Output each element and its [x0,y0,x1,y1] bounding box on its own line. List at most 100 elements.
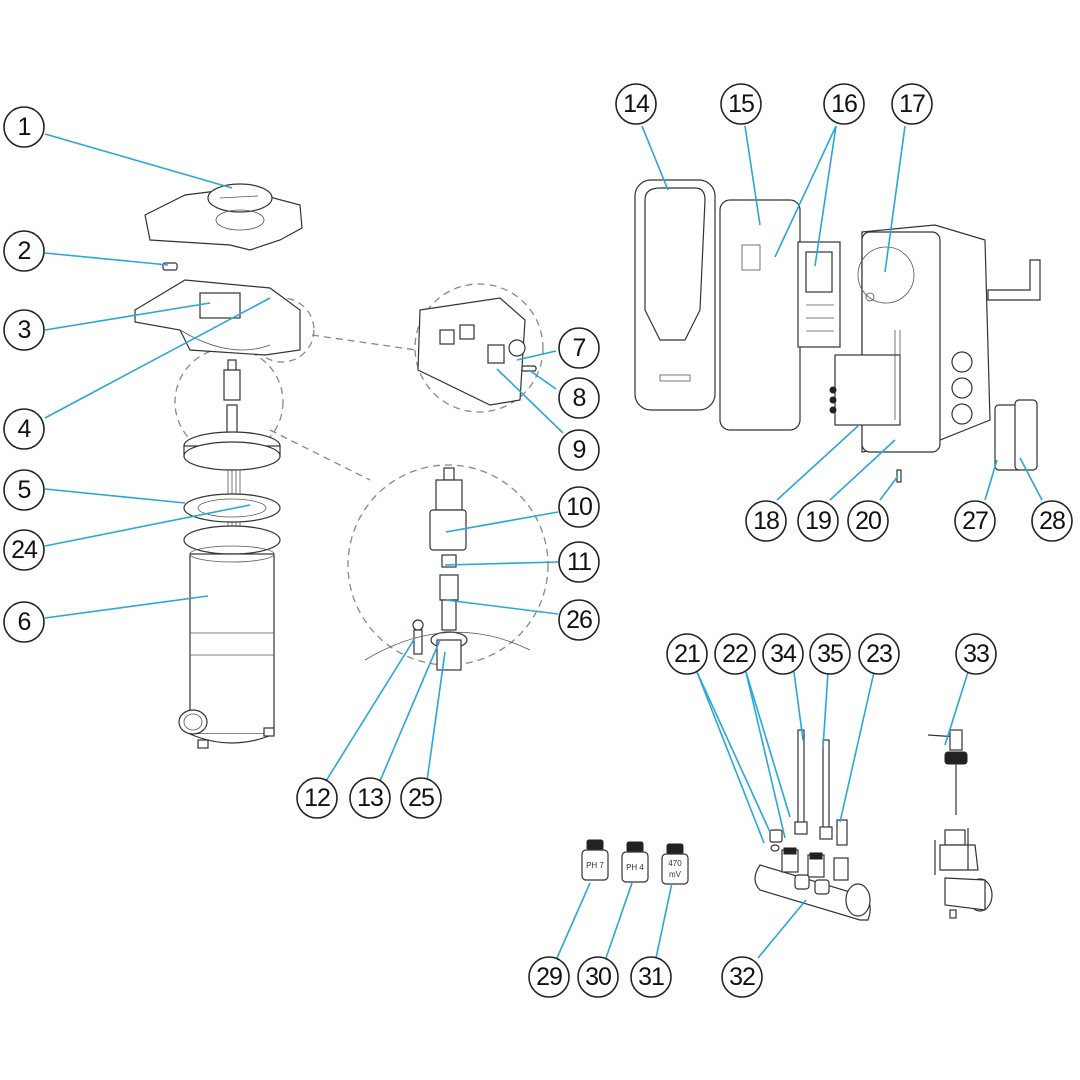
callout-10[interactable]: 10 [558,486,600,528]
callout-12[interactable]: 12 [296,777,338,819]
callout-label: 7 [573,334,586,362]
leader-35 [822,671,829,749]
callout-15[interactable]: 15 [720,83,762,125]
callout-18[interactable]: 18 [745,500,787,542]
callout-14[interactable]: 14 [615,83,657,125]
callout-label: 12 [304,784,330,812]
callout-34[interactable]: 34 [762,633,804,675]
callout-label: 32 [729,963,755,991]
bottle-mv: 470 mV [661,843,689,885]
leader-3 [44,302,211,331]
callout-label: 26 [566,606,592,634]
callout-9[interactable]: 9 [558,429,600,471]
callout-label: 17 [899,90,925,118]
callout-6[interactable]: 6 [3,601,45,643]
leader-27 [984,459,998,501]
callout-label: 6 [18,608,31,636]
callout-25[interactable]: 25 [400,777,442,819]
callout-3[interactable]: 3 [3,309,45,351]
leader-16b [814,125,837,267]
leader-5 [44,488,186,504]
leader-33 [944,671,969,746]
leader-15 [744,125,761,226]
part-stem-detail [364,467,531,671]
callout-30[interactable]: 30 [577,956,619,998]
detail-link-top [311,334,431,353]
callout-label: 9 [573,436,586,464]
leader-32 [757,899,807,959]
callout-label: 34 [770,640,797,668]
leader-20 [879,475,899,501]
callout-label: 11 [567,548,591,576]
leader-7 [516,350,557,361]
callout-33[interactable]: 33 [955,633,997,675]
leader-13 [379,639,441,782]
callout-22[interactable]: 22 [714,633,756,675]
callout-16[interactable]: 16 [823,83,865,125]
callout-11[interactable]: 11 [558,541,600,583]
callout-24[interactable]: 24 [3,529,45,571]
part-power-board [829,330,901,426]
callout-7[interactable]: 7 [558,327,600,369]
part-terminal-detail [417,297,537,406]
part-top-cover [144,183,303,251]
callout-label: 21 [674,640,700,668]
leader-lines [44,125,1043,959]
leader-28 [1019,457,1043,501]
callout-label: 19 [805,507,831,535]
callout-5[interactable]: 5 [3,469,45,511]
callout-21[interactable]: 21 [666,633,708,675]
callout-29[interactable]: 29 [528,956,570,998]
leader-16a [774,125,837,258]
callout-label: 24 [11,536,38,564]
callout-23[interactable]: 23 [858,633,900,675]
part-display-board [797,241,841,348]
callout-27[interactable]: 27 [954,500,996,542]
callout-32[interactable]: 32 [721,956,763,998]
bottle-label-ph4: PH 4 [626,863,644,872]
callout-31[interactable]: 31 [630,956,672,998]
detail-link-bottom [269,429,371,481]
part-base-housing [134,279,301,356]
callout-label: 20 [855,507,881,535]
leader-8 [528,369,557,390]
callout-4[interactable]: 4 [3,408,45,450]
callout-label: 16 [831,90,857,118]
part-injection-clamp [927,729,993,919]
leader-19 [829,439,896,501]
leader-21a [696,671,771,833]
leader-18 [776,425,859,501]
callout-35[interactable]: 35 [809,633,851,675]
callout-13[interactable]: 13 [349,777,391,819]
callout-label: 14 [623,90,650,118]
callout-1[interactable]: 1 [3,106,45,148]
leader-10 [445,511,559,533]
callout-17[interactable]: 17 [891,83,933,125]
callout-label: 3 [18,316,31,344]
leader-30 [605,882,633,959]
callout-19[interactable]: 19 [797,500,839,542]
callout-label: 35 [817,640,843,668]
part-inner-panel [719,199,801,431]
part-side-covers [994,399,1038,471]
part-cell-body [178,525,281,749]
leader-22a [745,671,791,818]
callout-26[interactable]: 26 [558,599,600,641]
bottle-label-mv-value: 470 [668,859,682,868]
callout-label: 10 [566,493,592,521]
leader-9 [496,368,564,434]
detail-circle-terminal [414,283,544,413]
callout-label: 5 [18,476,31,504]
callout-label: 28 [1039,507,1065,535]
callout-label: 27 [962,507,988,535]
callout-label: 29 [536,963,562,991]
part-front-cover [634,179,716,411]
leader-31 [655,882,673,959]
callout-label: 25 [408,784,434,812]
callout-2[interactable]: 2 [3,230,45,272]
callout-label: 1 [18,113,31,141]
callout-28[interactable]: 28 [1031,500,1073,542]
callout-8[interactable]: 8 [558,377,600,419]
callout-20[interactable]: 20 [847,500,889,542]
